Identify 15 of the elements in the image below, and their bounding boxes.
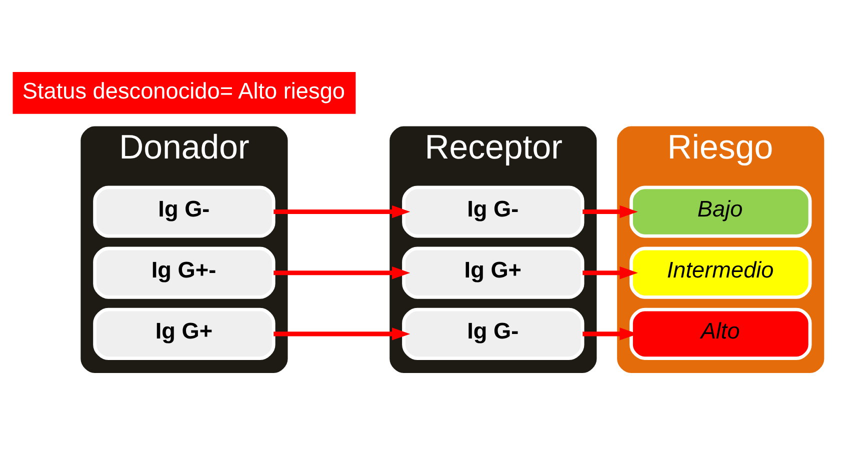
node-box: Alto bbox=[630, 308, 812, 360]
arrow bbox=[274, 266, 410, 280]
node-box: Ig G- bbox=[402, 186, 584, 238]
arrow bbox=[582, 205, 638, 218]
arrow bbox=[274, 205, 410, 218]
node-box: Status desconocido= Alto riesgo bbox=[12, 72, 356, 114]
node-box: Ig G+ bbox=[93, 308, 276, 360]
node-box: Intermedio bbox=[630, 246, 812, 299]
node-box: Ig G+- bbox=[93, 246, 276, 299]
node-box: Ig G- bbox=[402, 308, 584, 360]
node-box: Bajo bbox=[630, 186, 812, 238]
node-box: Ig G+ bbox=[402, 246, 584, 299]
node-box: Ig G- bbox=[93, 186, 276, 238]
arrow bbox=[274, 328, 410, 340]
arrow bbox=[582, 266, 638, 280]
